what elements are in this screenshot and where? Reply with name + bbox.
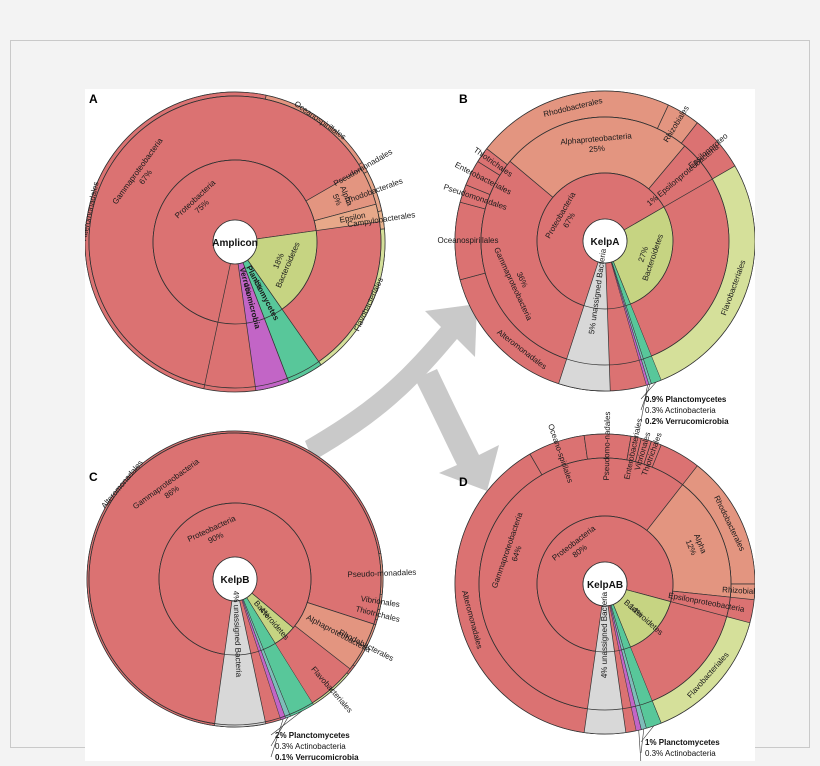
callout-0-3-actinobacteria: 0.3% Actinobacteria — [645, 406, 716, 415]
ring-outline-2 — [480, 116, 730, 366]
label-4-unassigned-bacteria: 4% unassigned Bacteria — [231, 591, 243, 678]
arrows-group — [305, 304, 499, 491]
center-label: KelpB — [221, 575, 250, 586]
center-label: KelpAB — [587, 580, 623, 591]
sunburst-figure: AmpliconAlteromonadalesOceanospirillales… — [79, 90, 764, 766]
ring-outline-2 — [88, 432, 382, 726]
ring-outline-1 — [536, 172, 674, 310]
center-label: KelpA — [591, 237, 620, 248]
ring-outline-2 — [478, 457, 732, 711]
ring-outline-1 — [536, 515, 674, 653]
panel-label-a: A — [89, 92, 98, 106]
ring-outline-2 — [88, 95, 382, 389]
callout-2-planctomycetes: 2% Planctomycetes — [275, 731, 350, 740]
pct-alpha: 5% — [331, 193, 344, 207]
ring-outline-1 — [158, 502, 312, 656]
callout-line-0-3-actinobacteria — [640, 728, 645, 754]
arrow-up-right — [305, 304, 477, 461]
callout-0-1-verrucomicrobia: 0.1% Verrucomicrobia — [275, 753, 359, 761]
panel-label-d: D — [459, 475, 468, 489]
callout-line-0-2-verrucomicrobia — [640, 384, 648, 422]
sunburst-panel-a: AmpliconAlteromonadalesOceanospirillales… — [79, 91, 416, 393]
callout-line-0-3-actinobacteria — [270, 717, 289, 747]
center-circle — [212, 219, 258, 265]
center-circle — [582, 218, 628, 264]
label-pseudomo-nadales: Pseudomo-nadales — [602, 411, 612, 480]
pct-verrucomicrobia: 4% — [242, 282, 254, 295]
arrow-down-right — [415, 369, 499, 491]
label-pseudo-monadales: Pseudo-monadales — [347, 568, 416, 579]
callout-line-0-2-verrucomicrobia — [638, 730, 642, 765]
label-4-unassigned-bacteria: 4% unassigned Bacteria — [600, 591, 609, 678]
callout-0-2-verrucomicrobia: 0.2% Verrucomicrobia — [645, 760, 729, 761]
callout-0-2-verrucomicrobia: 0.2% Verrucomicrobia — [645, 417, 729, 426]
label-rhizobiales: Rhizobiales — [722, 585, 755, 596]
callout-line-2-planctomycetes — [270, 710, 303, 736]
callout-1-planctomycetes: 1% Planctomycetes — [645, 738, 720, 747]
callout-0-3-actinobacteria: 0.3% Actinobacteria — [275, 742, 346, 751]
callout-line-1-planctomycetes — [640, 725, 655, 743]
callout-0-9-planctomycetes: 0.9% Planctomycetes — [645, 395, 727, 404]
sunburst-panel-c: KelpBAlteromonadalesPseudo-monadalesVibr… — [86, 430, 417, 762]
panel-label-b: B — [459, 92, 468, 106]
pct-alphaproteobacteria: 25% — [589, 144, 606, 154]
ring-outline-1 — [152, 159, 318, 325]
center-label: Amplicon — [212, 238, 258, 249]
center-circle — [582, 561, 628, 607]
panel-label-c: C — [89, 470, 98, 484]
center-circle — [212, 556, 258, 602]
callout-0-3-actinobacteria: 0.3% Actinobacteria — [645, 749, 716, 758]
sunburst-panel-b: KelpAAlteromonadalesOceanospirillalesPse… — [438, 90, 756, 426]
callout-line-0-9-planctomycetes — [640, 381, 657, 400]
label-oceanospirillales: Oceanospirillales — [438, 236, 499, 245]
